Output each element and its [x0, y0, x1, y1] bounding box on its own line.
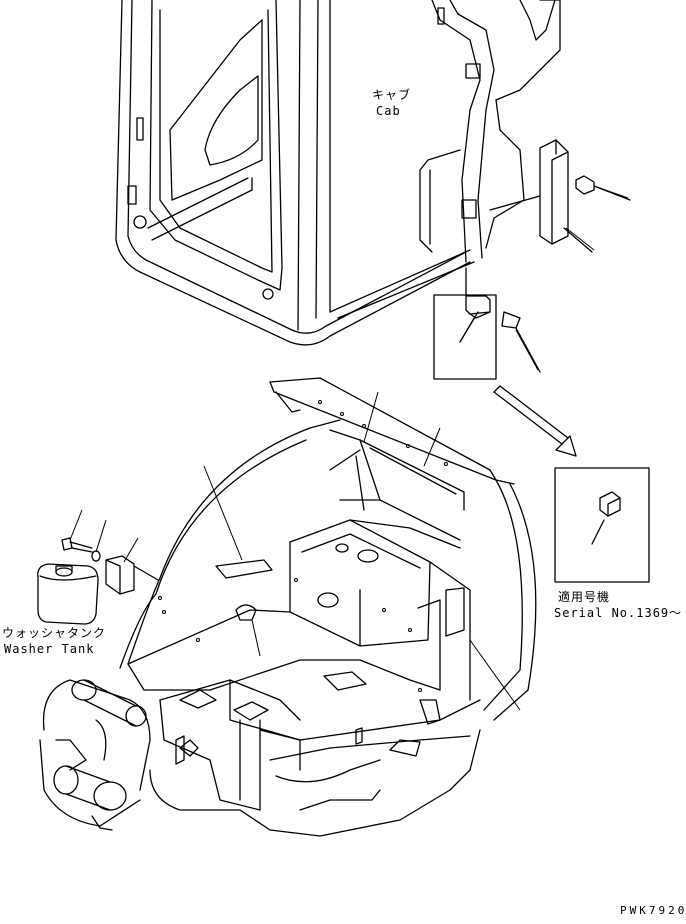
washer-tank-label-en: Washer Tank: [4, 642, 95, 656]
drawing-code: PWK7920: [620, 904, 686, 917]
callout-lines: [69, 185, 629, 711]
detail-box-clip: [433, 267, 541, 380]
cab-frame: [115, 0, 561, 346]
swing-bracket: [39, 679, 151, 831]
washer-tank: [37, 563, 99, 625]
cab-side-parts: [489, 139, 631, 253]
reference-arrow: [493, 385, 577, 457]
cab-label-jp: キャブ: [372, 88, 412, 102]
serial-label-en: Serial No.1369〜: [554, 606, 683, 620]
cab-label-en: Cab: [376, 104, 401, 118]
revolving-frame: [119, 377, 537, 837]
serial-detail-box: [554, 467, 650, 583]
washer-hardware: [61, 537, 159, 595]
serial-label-jp: 適用号機: [558, 590, 611, 604]
washer-tank-label-jp: ウォッシャタンク: [2, 626, 107, 640]
